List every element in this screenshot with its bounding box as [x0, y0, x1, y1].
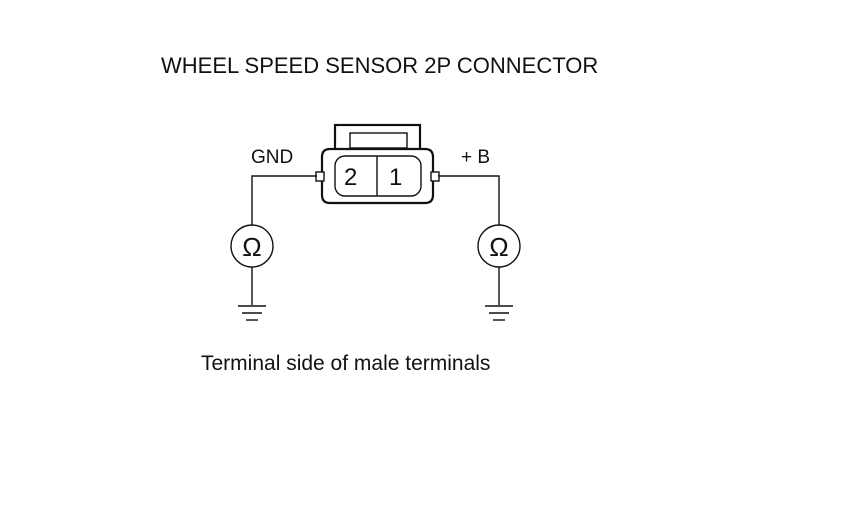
diagram-title: WHEEL SPEED SENSOR 2P CONNECTOR: [161, 53, 598, 78]
ohmmeter-right-symbol: Ω: [489, 232, 508, 262]
ground-icon: [238, 305, 266, 321]
gnd-terminal-label: GND: [251, 147, 293, 168]
connector-2p: 2 1: [315, 123, 440, 205]
pin-number-1: 1: [389, 164, 402, 191]
ground-icon: [485, 305, 513, 321]
connector-left-tab: [315, 171, 325, 182]
connector-pin-cavity: [334, 155, 422, 197]
positive-wire: [438, 175, 500, 226]
ohmmeter-icon: Ω: [477, 224, 521, 268]
diagram-caption: Terminal side of male terminals: [201, 352, 490, 375]
connector-right-tab: [430, 171, 440, 182]
ohmmeter-left-symbol: Ω: [242, 232, 261, 262]
pin-number-2: 2: [344, 164, 357, 191]
ohmmeter-icon: Ω: [230, 224, 274, 268]
connector-latch-slot: [349, 132, 408, 149]
gnd-wire: [251, 175, 317, 226]
positive-terminal-label: + B: [461, 147, 490, 168]
